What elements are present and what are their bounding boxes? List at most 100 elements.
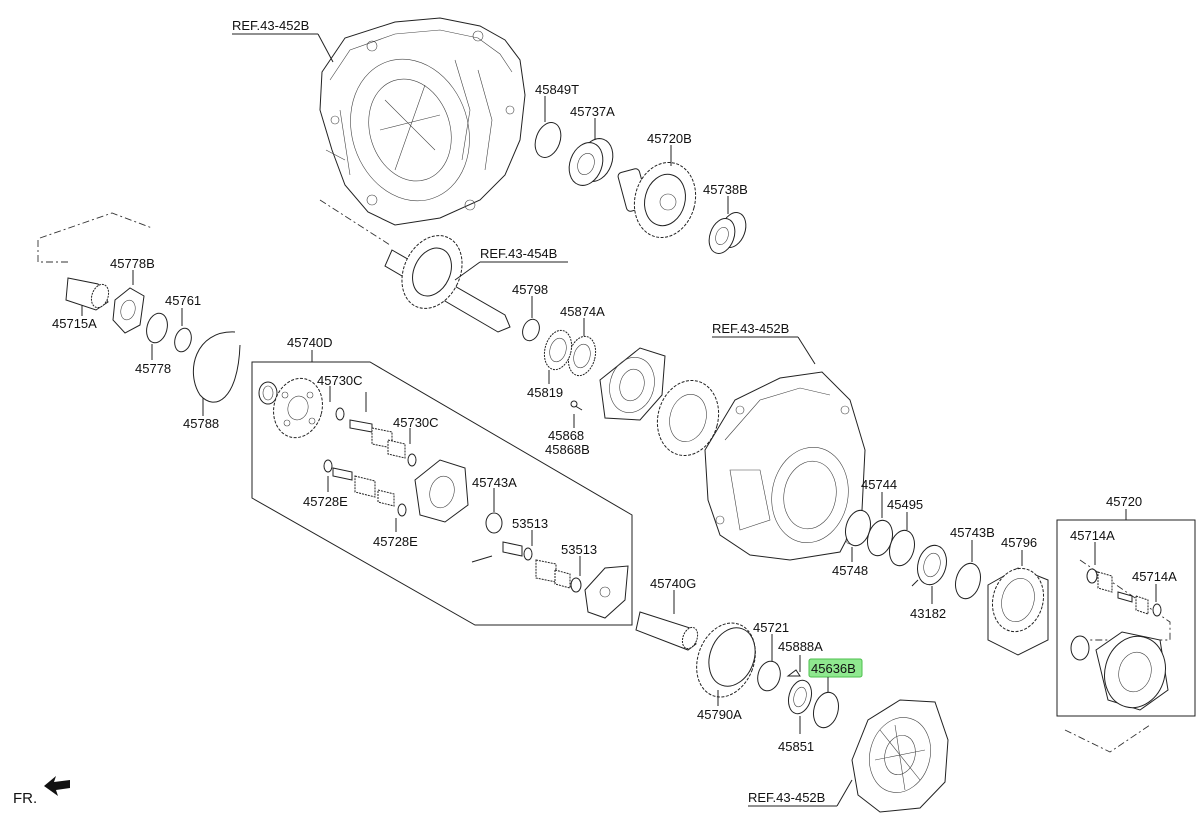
label-45778B: 45778B [110,256,155,271]
pin-shaft-c [502,541,523,557]
label-45715A: 45715A [52,316,97,331]
bolt-45868 [570,400,583,411]
side-washer [1070,635,1090,661]
snap-ring-45849T [534,122,562,158]
bearing-45738B [708,212,747,254]
ring-gear-45790A [696,622,756,698]
label-45798: 45798 [512,282,548,297]
label-45748: 45748 [832,563,868,578]
washer-45761 [174,327,192,353]
label-53513-a: 53513 [512,516,548,531]
label-43182: 43182 [910,606,946,621]
front-direction-label: FR. [13,790,37,807]
washer-small-b [407,453,417,467]
label-45868B: 45868B [545,442,590,457]
label-45737A: 45737A [570,104,615,119]
carrier-plate-2 [414,459,469,523]
pin-45888A [786,669,801,677]
label-45740D: 45740D [287,335,333,350]
carrier-plate [273,377,323,439]
differential-case [1095,631,1169,711]
label-45851: 45851 [778,739,814,754]
front-direction-arrow-icon [44,776,70,796]
transmission-case-right [704,371,866,561]
retainer-plate [599,347,666,421]
ring-45636B [813,691,839,729]
pin-b [471,555,493,563]
needle-bearing-b [387,439,406,459]
label-45730C-b: 45730C [393,415,439,430]
label-45788: 45788 [183,416,219,431]
washer-45714A-a [1086,568,1098,584]
washer-45714A-b [1152,603,1162,617]
main-shaft [384,235,511,333]
plate-45778B [112,287,145,334]
label-53513-b: 53513 [561,542,597,557]
highlight-45636B [808,658,863,678]
ref-label-right-case: REF.43-452B [712,321,789,336]
label-45730C-a: 45730C [317,373,363,388]
needle-bearing-f [554,569,571,589]
washer-small-f [570,577,582,593]
label-45728E-a: 45728E [303,494,348,509]
transmission-case-top [319,17,526,226]
washer-small-a [335,407,345,421]
label-45868: 45868 [548,428,584,443]
needle-bearing-e [535,559,557,583]
label-45728E-b: 45728E [373,534,418,549]
label-45743A: 45743A [472,475,517,490]
pinion-gear-a [1097,571,1113,593]
label-45740G: 45740G [650,576,696,591]
output-shaft-45740G [635,611,699,651]
washer-small-d [397,503,407,517]
group-box-45740D [251,361,633,626]
needle-bearing-d [377,489,395,507]
transmission-cover-bottom [851,699,949,813]
shim-45721 [757,660,781,692]
label-45790A: 45790A [697,707,742,722]
ref-label-shaft: REF.43-454B [480,246,557,261]
label-45743B: 45743B [950,525,995,540]
label-45761: 45761 [165,293,201,308]
label-45720: 45720 [1106,494,1142,509]
label-45495: 45495 [887,497,923,512]
ring-45778 [146,312,168,344]
drum-45796 [987,567,1049,656]
bearing-45737A [568,138,614,186]
label-45796: 45796 [1001,535,1037,550]
gear-45720B [617,161,697,239]
pinion-45715A [65,277,110,311]
bearing-45851 [787,679,813,715]
needle-bearing-c [354,475,376,498]
pin-shaft-d [1117,591,1133,603]
label-45849T: 45849T [535,82,579,97]
label-45874A: 45874A [560,304,605,319]
label-45778: 45778 [135,361,171,376]
sensor-ring-43182 [911,544,947,587]
label-45888A: 45888A [778,639,823,654]
bearing-45743A [485,512,503,534]
label-45819: 45819 [527,385,563,400]
synchro-ring-45819 [543,329,573,371]
label-45636B[interactable]: 45636B [811,661,856,676]
label-45714A-a: 45714A [1070,528,1115,543]
washer-45798 [522,318,540,342]
label-45738B: 45738B [703,182,748,197]
pin-shaft-b [332,467,353,481]
label-45720B: 45720B [647,131,692,146]
washer-small-c [323,459,333,473]
washer-small-e [523,547,533,561]
seal-ring [258,381,278,405]
label-45714A-b: 45714A [1132,569,1177,584]
pinion-gear-b [1135,595,1149,615]
helical-gear [656,379,720,457]
ref-label-bottom: REF.43-452B [748,790,825,805]
label-45744: 45744 [861,477,897,492]
label-45721: 45721 [753,620,789,635]
snap-ring-45788 [192,331,241,403]
bearing-45743B [955,562,981,600]
carrier-plate-3 [584,565,629,619]
ring-45495 [889,529,915,567]
synchro-ring-45874A [567,335,597,377]
